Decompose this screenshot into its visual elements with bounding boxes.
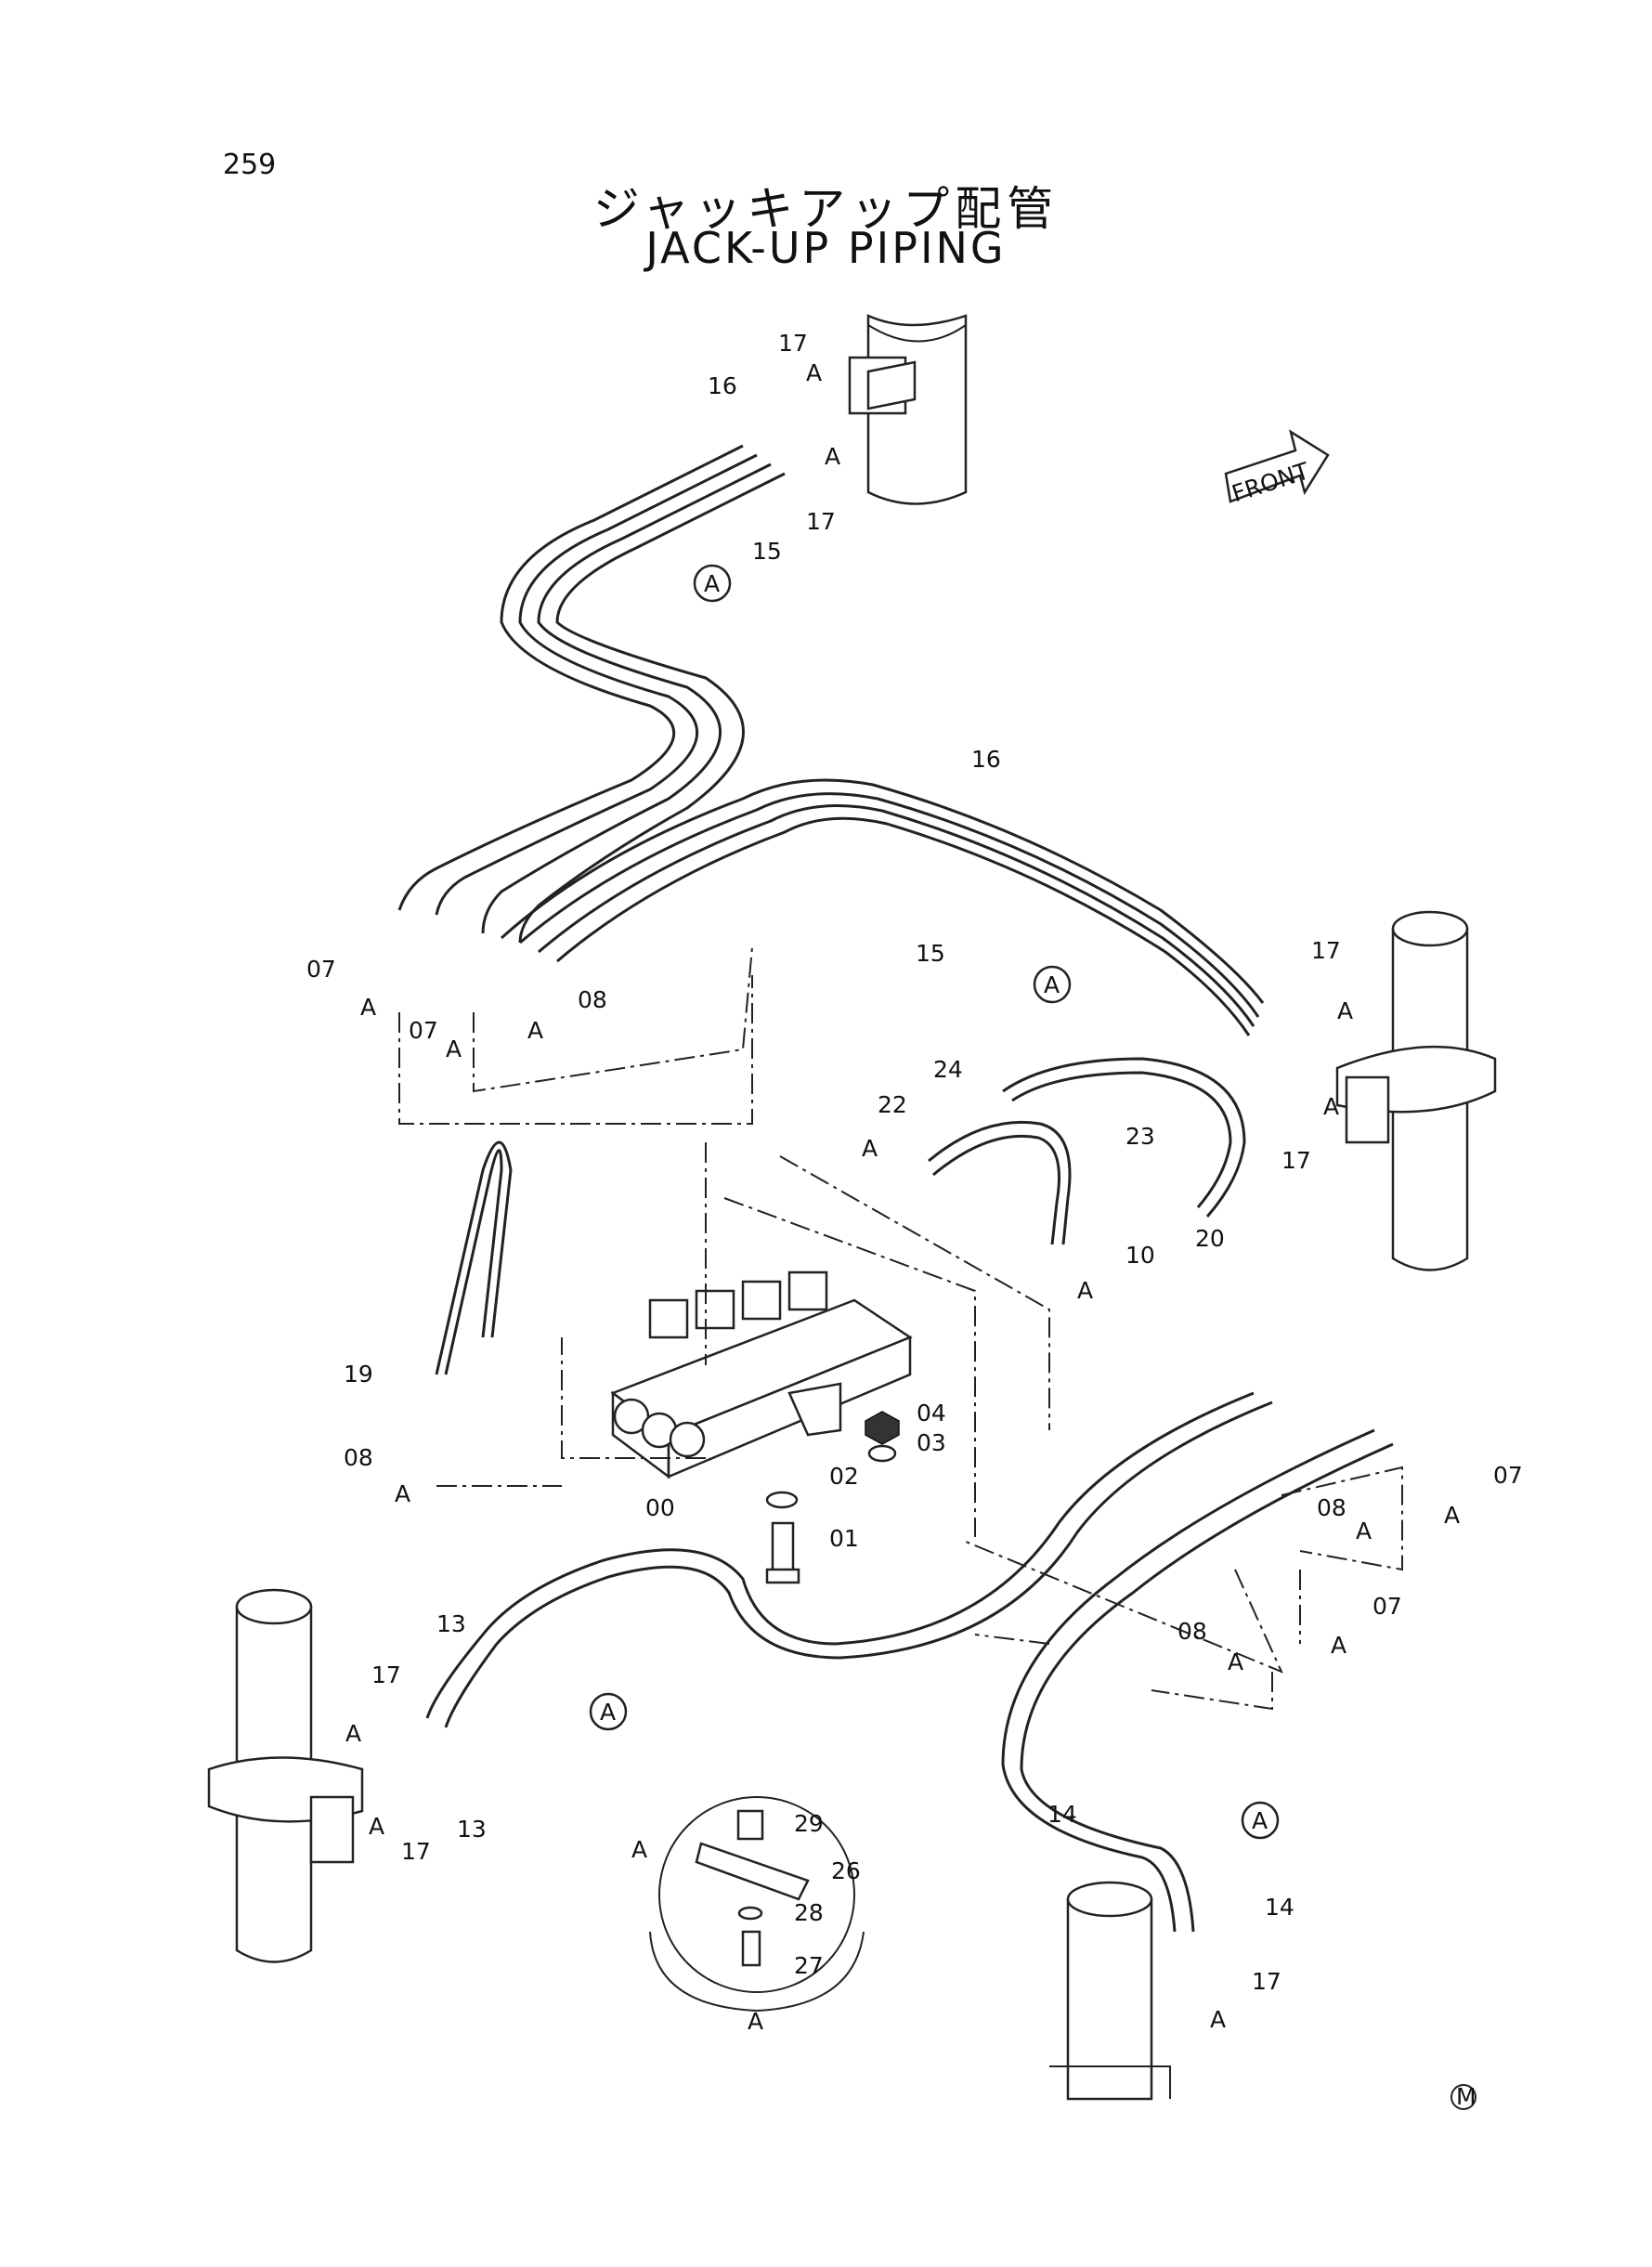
callout-a: A (806, 359, 822, 386)
top-callouts: 17 A 16 A 17 15 (708, 330, 840, 565)
callout-15: 15 (916, 940, 945, 967)
callout-17: 17 (371, 1661, 401, 1688)
callout-08: 08 (578, 986, 607, 1013)
callout-00: 00 (645, 1494, 675, 1521)
callout-a: A (360, 994, 376, 1021)
callout-a: A (1323, 1093, 1339, 1120)
valve-hardware (765, 1411, 900, 1584)
hose-group-callouts: 24 22 A 23 20 10 A (862, 1056, 1225, 1304)
callout-a: A (862, 1135, 878, 1162)
svg-text:A: A (1252, 1807, 1268, 1834)
callout-07: 07 (306, 956, 336, 983)
callout-15: 15 (752, 538, 782, 565)
callout-08: 08 (1177, 1618, 1207, 1645)
callout-28: 28 (794, 1899, 824, 1926)
callout-a: A (369, 1813, 384, 1840)
maker-mark: M (1450, 2083, 1476, 2110)
callout-04: 04 (917, 1400, 946, 1427)
page-title-japanese: ジャッキアップ配管 (592, 182, 1060, 236)
callout-07: 07 (1372, 1593, 1402, 1620)
callout-17: 17 (1281, 1147, 1311, 1174)
callout-27: 27 (794, 1952, 824, 1979)
callout-19: 19 (344, 1361, 373, 1388)
callout-08: 08 (344, 1444, 373, 1471)
callout-a: A (1356, 1518, 1372, 1544)
bottom-right-jack-cylinder (1049, 1881, 1171, 2101)
callout-a: A (1337, 997, 1353, 1024)
bottom-left-callouts: 13 17 A A 17 13 (345, 1610, 487, 1865)
callout-10: 10 (1125, 1242, 1155, 1269)
right-jack-cylinder (1335, 910, 1497, 1271)
callout-22: 22 (878, 1091, 907, 1118)
svg-text:A: A (704, 570, 720, 597)
clamp-detail-callouts: 29 26 28 27 A (748, 1810, 861, 2035)
svg-text:M: M (1456, 2083, 1476, 2110)
bottom-right-callouts: 14 14 17 A (1047, 1801, 1294, 2033)
valve-callouts: 19 08 A 00 04 03 02 01 (344, 1361, 946, 1552)
callout-a: A (395, 1480, 410, 1507)
callout-a: A (1077, 1277, 1093, 1304)
clamp-detail-marker: A (631, 1836, 647, 1863)
section-markers: A A A A A (589, 564, 1280, 1863)
callout-13: 13 (457, 1816, 487, 1843)
callout-03: 03 (917, 1429, 946, 1456)
callout-07: 07 (409, 1017, 438, 1044)
callout-17: 17 (778, 330, 808, 357)
callout-a: A (1331, 1632, 1346, 1659)
left-jack-cylinder (207, 1588, 364, 1963)
callout-17: 17 (806, 508, 836, 535)
right-fitting-callouts: 07 A 08 A 08 A 07 A (1177, 1462, 1523, 1675)
hose-route-mid (500, 778, 1265, 1036)
callout-17: 17 (1252, 1968, 1281, 1995)
callout-07: 07 (1493, 1462, 1523, 1489)
top-jack-cylinder (848, 314, 968, 505)
callout-a: A (527, 1017, 543, 1044)
mid-right-callouts: 16 15 17 A A 17 (916, 746, 1353, 1174)
svg-text:A: A (600, 1699, 616, 1726)
control-valve-00 (610, 1270, 913, 1479)
callout-17: 17 (1311, 937, 1341, 964)
section-marker-a: A (693, 564, 732, 603)
hose-19 (435, 1140, 513, 1375)
svg-text:A: A (631, 1836, 647, 1863)
callout-16: 16 (971, 746, 1001, 773)
page-number: 259 (223, 149, 277, 181)
hose-route-top (397, 444, 786, 944)
svg-text:A: A (1044, 971, 1060, 998)
callout-02: 02 (829, 1463, 859, 1490)
front-direction-arrow: FRONT (1224, 429, 1330, 507)
callout-23: 23 (1125, 1123, 1155, 1150)
clamp-detail-footer: A (748, 2008, 763, 2035)
callout-01: 01 (829, 1525, 859, 1552)
callout-08: 08 (1317, 1494, 1346, 1521)
callout-a: A (345, 1720, 361, 1747)
callout-a: A (825, 443, 840, 470)
hose-route-bottom (425, 1391, 1394, 1933)
callout-24: 24 (933, 1056, 963, 1083)
section-marker-a: A (589, 1692, 628, 1731)
callout-a: A (1444, 1502, 1460, 1529)
left-fitting-callouts: 07 A 07 A 08 A (306, 956, 607, 1062)
section-marker-a: A (1241, 1801, 1280, 1840)
callout-14: 14 (1265, 1894, 1294, 1921)
callout-16: 16 (708, 372, 737, 399)
callout-a: A (446, 1036, 462, 1062)
clamp-detail (649, 1796, 865, 2013)
callout-17: 17 (401, 1838, 431, 1865)
hose-24-23-group (928, 1057, 1246, 1245)
callout-a: A (1210, 2006, 1226, 2033)
callout-14: 14 (1047, 1801, 1077, 1828)
section-marker-a: A (1033, 965, 1072, 1004)
page-title-english: JACK-UP PIPING (645, 223, 1007, 273)
callout-a: A (1228, 1648, 1243, 1675)
callout-20: 20 (1195, 1225, 1225, 1252)
callout-26: 26 (831, 1857, 861, 1884)
callout-13: 13 (436, 1610, 466, 1637)
callout-29: 29 (794, 1810, 824, 1837)
leader-lines (398, 946, 1403, 1711)
